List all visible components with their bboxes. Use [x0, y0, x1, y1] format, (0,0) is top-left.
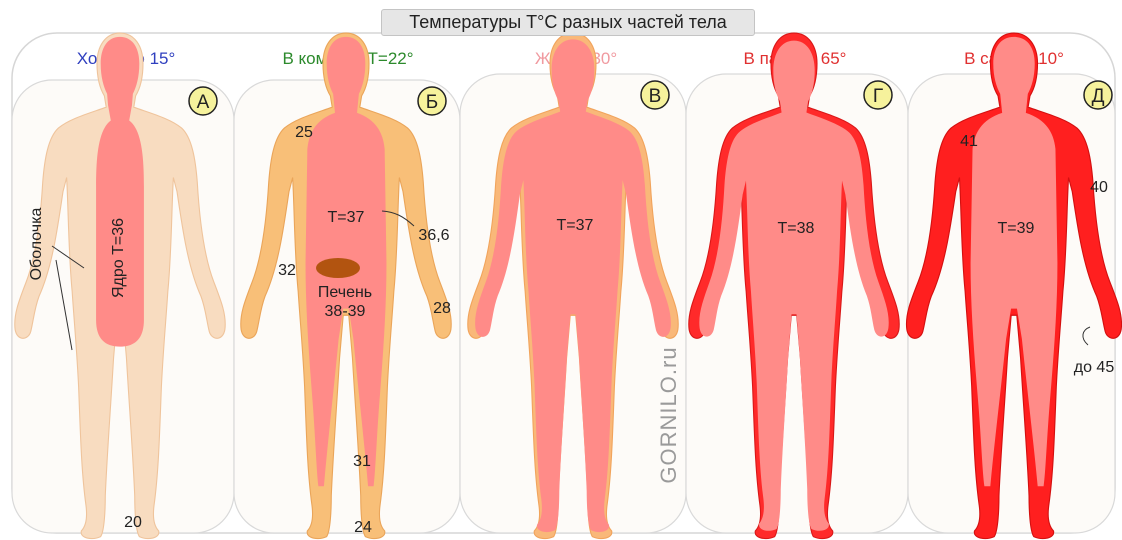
badge-d: Г — [864, 81, 892, 109]
badge-e: Д — [1084, 81, 1112, 109]
watermark: GORNILO.ru — [656, 346, 681, 483]
badge-c: В — [641, 81, 669, 109]
liver-label: Печень — [318, 284, 372, 301]
svg-text:Б: Б — [426, 92, 438, 113]
note-room-leg: 31 — [353, 453, 371, 470]
note-room-head: 25 — [295, 124, 313, 141]
svg-text:Д: Д — [1092, 86, 1105, 107]
note-sauna-shoulder: 41 — [960, 133, 978, 150]
badge-a: А — [189, 87, 217, 115]
core-label-cold: Ядро T=36 — [110, 218, 127, 298]
svg-text:А: А — [197, 92, 210, 113]
core-label-steam: T=38 — [778, 220, 815, 237]
liver-temp: 38-39 — [325, 303, 366, 320]
shell-label: Оболочка — [28, 208, 45, 281]
svg-text:В: В — [649, 86, 662, 107]
core-label-room: T=37 — [328, 209, 365, 226]
badge-b: Б — [418, 87, 446, 115]
note-sauna-hand: до 45 — [1074, 359, 1115, 376]
liver-shape — [316, 258, 360, 278]
diagram-title: Температуры T°C разных частей тела — [381, 9, 755, 36]
note-sauna-side: 40 — [1090, 179, 1108, 196]
note-room-arm: 32 — [278, 262, 296, 279]
svg-text:Г: Г — [873, 86, 883, 107]
note-cold-feet: 20 — [124, 514, 142, 531]
core-label-hot: T=37 — [557, 217, 594, 234]
note-room-skin: 36,6 — [418, 227, 449, 244]
note-room-foot: 24 — [354, 519, 372, 536]
core-label-sauna: T=39 — [998, 220, 1035, 237]
note-room-hand: 28 — [433, 300, 451, 317]
